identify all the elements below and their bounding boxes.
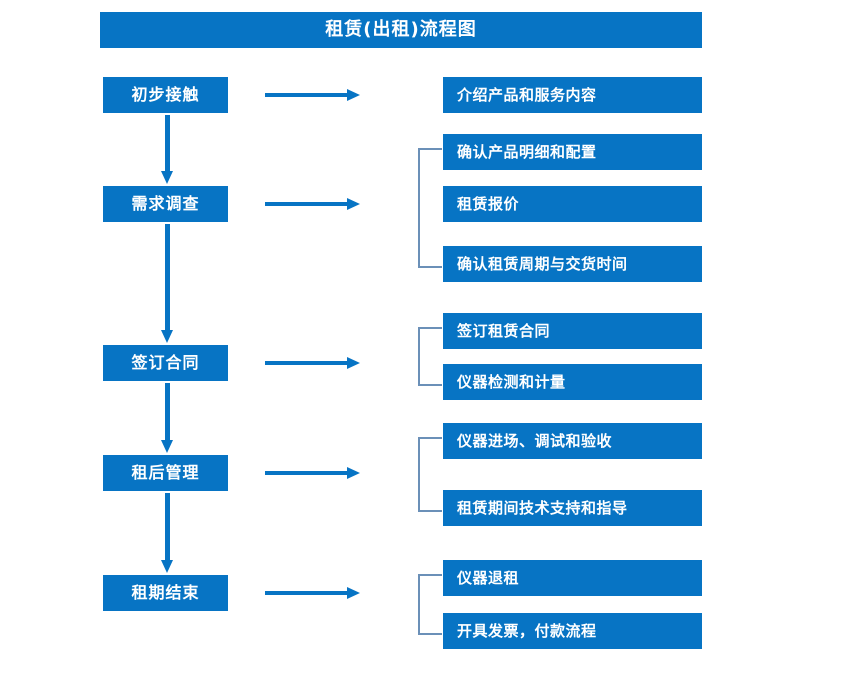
- detail-box-4-1[interactable]: 仪器进场、调试和验收: [443, 423, 702, 459]
- arrow-head: [347, 587, 360, 599]
- right-arrow-icon-4: [265, 465, 360, 481]
- stage-box-5[interactable]: 租期结束: [103, 575, 228, 611]
- down-arrow-icon-2: [159, 224, 175, 343]
- arrow-shaft: [165, 115, 170, 172]
- group-bracket-2: [418, 148, 442, 268]
- arrow-shaft: [265, 361, 349, 365]
- detail-box-5-2[interactable]: 开具发票，付款流程: [443, 613, 702, 649]
- right-arrow-icon-2: [265, 196, 360, 212]
- page-title: 租赁(出租)流程图: [100, 12, 702, 48]
- detail-box-5-1[interactable]: 仪器退租: [443, 560, 702, 596]
- arrow-head: [347, 467, 360, 479]
- arrow-head: [347, 89, 360, 101]
- arrow-shaft: [265, 93, 349, 97]
- group-bracket-3: [418, 327, 442, 386]
- right-arrow-icon-3: [265, 355, 360, 371]
- group-bracket-4: [418, 437, 442, 512]
- arrow-shaft: [165, 383, 170, 441]
- arrow-head: [347, 198, 360, 210]
- detail-box-3-1[interactable]: 签订租赁合同: [443, 313, 702, 349]
- arrow-head: [347, 357, 360, 369]
- arrow-shaft: [165, 493, 170, 561]
- group-bracket-5: [418, 574, 442, 635]
- arrow-head: [161, 330, 173, 343]
- arrow-head: [161, 560, 173, 573]
- detail-box-2-1[interactable]: 确认产品明细和配置: [443, 134, 702, 170]
- stage-box-3[interactable]: 签订合同: [103, 345, 228, 381]
- arrow-shaft: [265, 471, 349, 475]
- stage-box-4[interactable]: 租后管理: [103, 455, 228, 491]
- down-arrow-icon-3: [159, 383, 175, 453]
- stage-box-1[interactable]: 初步接触: [103, 77, 228, 113]
- arrow-shaft: [265, 591, 349, 595]
- right-arrow-icon-5: [265, 585, 360, 601]
- arrow-head: [161, 171, 173, 184]
- detail-box-2-3[interactable]: 确认租赁周期与交货时间: [443, 246, 702, 282]
- stage-box-2[interactable]: 需求调查: [103, 186, 228, 222]
- right-arrow-icon-1: [265, 87, 360, 103]
- arrow-shaft: [165, 224, 170, 331]
- down-arrow-icon-1: [159, 115, 175, 184]
- detail-box-2-2[interactable]: 租赁报价: [443, 186, 702, 222]
- detail-box-4-2[interactable]: 租赁期间技术支持和指导: [443, 490, 702, 526]
- arrow-shaft: [265, 202, 349, 206]
- detail-box-3-2[interactable]: 仪器检测和计量: [443, 364, 702, 400]
- down-arrow-icon-4: [159, 493, 175, 573]
- detail-box-1-1[interactable]: 介绍产品和服务内容: [443, 77, 702, 113]
- arrow-head: [161, 440, 173, 453]
